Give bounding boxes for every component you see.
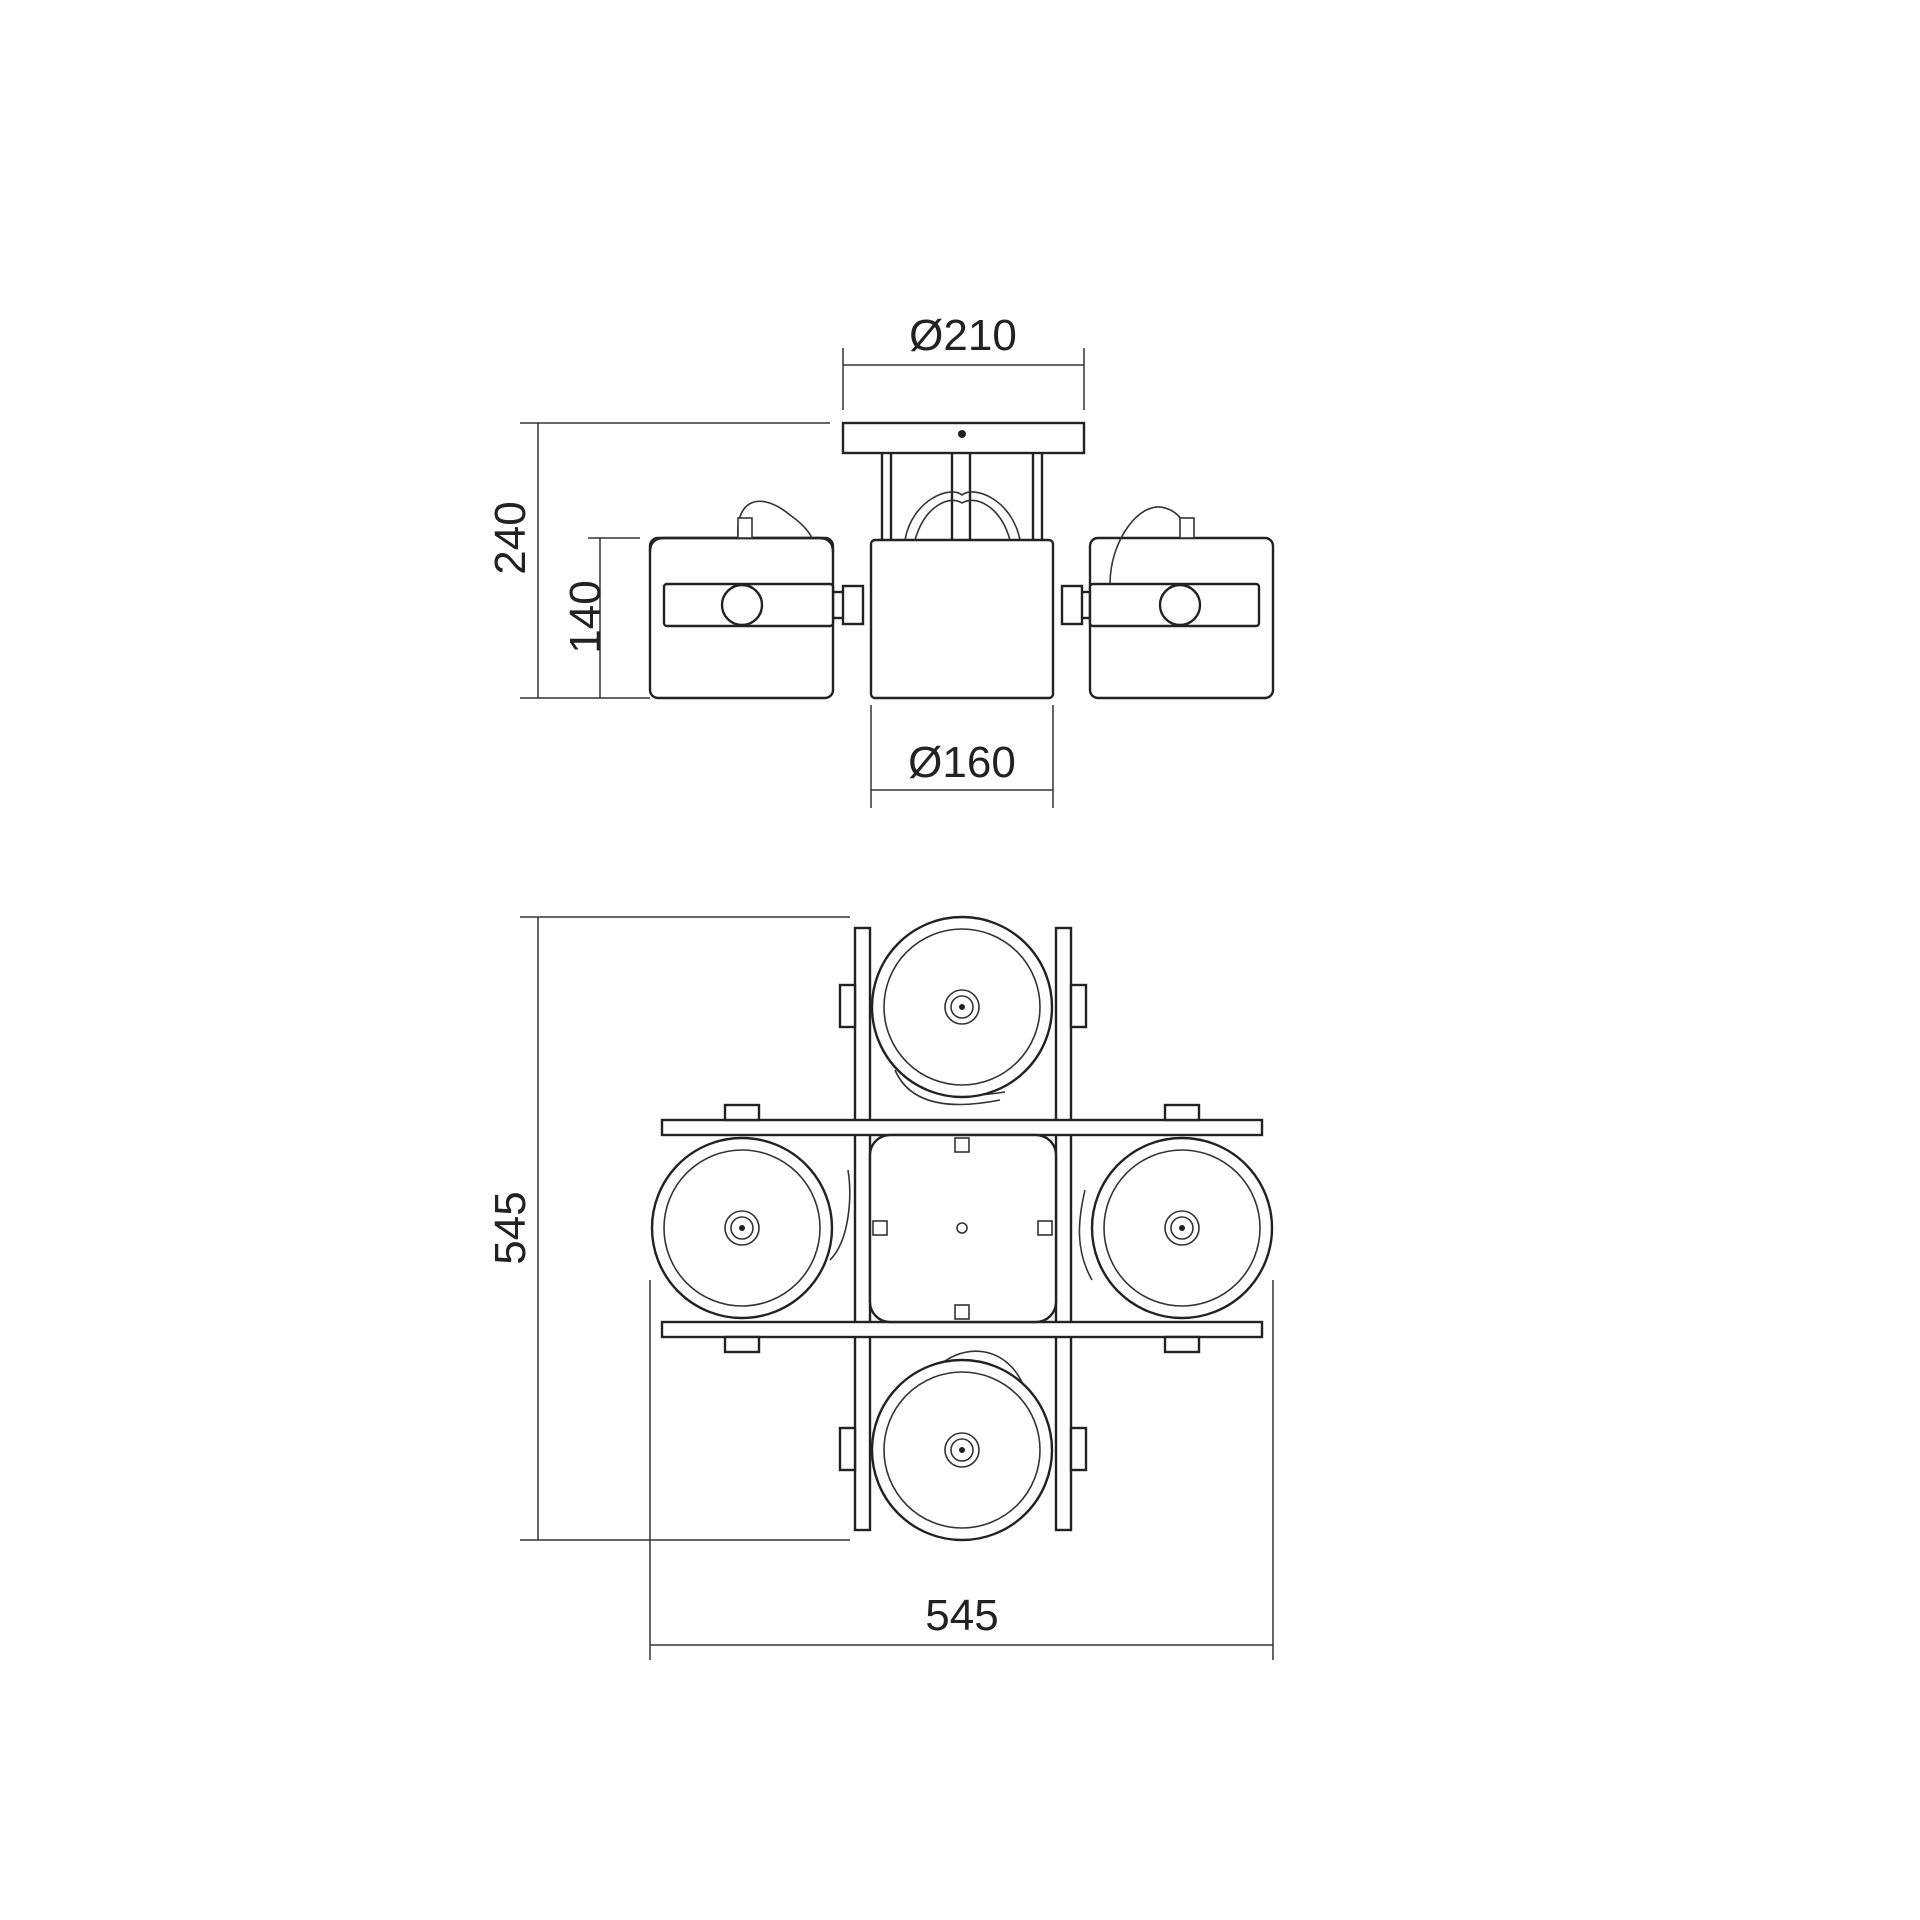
ceiling-canopy — [841, 421, 1086, 455]
top-view: 545 545 — [486, 915, 1274, 1660]
center-shade — [869, 538, 1055, 700]
frame-bar-bottom — [660, 1320, 1264, 1339]
left-bracket — [841, 584, 865, 626]
body-diameter-label: Ø160 — [908, 738, 1016, 787]
shade-height-label: 140 — [561, 580, 610, 653]
center-body — [868, 1133, 1058, 1324]
side-view: Ø210 Ø160 240 140 — [486, 311, 1275, 808]
lamp-left — [650, 1103, 834, 1354]
total-height-label: 240 — [486, 501, 535, 574]
center-screw — [956, 1222, 968, 1234]
left-pivot — [720, 583, 764, 627]
canopy-diameter-label: Ø210 — [909, 311, 1017, 360]
width-label: 545 — [925, 1591, 998, 1640]
right-bracket — [1060, 584, 1084, 626]
lamp-top — [838, 915, 1088, 1099]
frame-bar-top — [660, 1118, 1264, 1137]
lamp-bottom — [838, 1358, 1088, 1542]
left-cable — [737, 500, 813, 539]
lamp-right — [1090, 1103, 1274, 1354]
frame-bar-right — [1054, 926, 1073, 1532]
canopy-screw — [958, 430, 966, 438]
frame-bar-left — [853, 926, 872, 1532]
depth-label: 545 — [486, 1191, 535, 1264]
right-pivot — [1158, 583, 1202, 627]
cable-center — [904, 491, 1021, 541]
